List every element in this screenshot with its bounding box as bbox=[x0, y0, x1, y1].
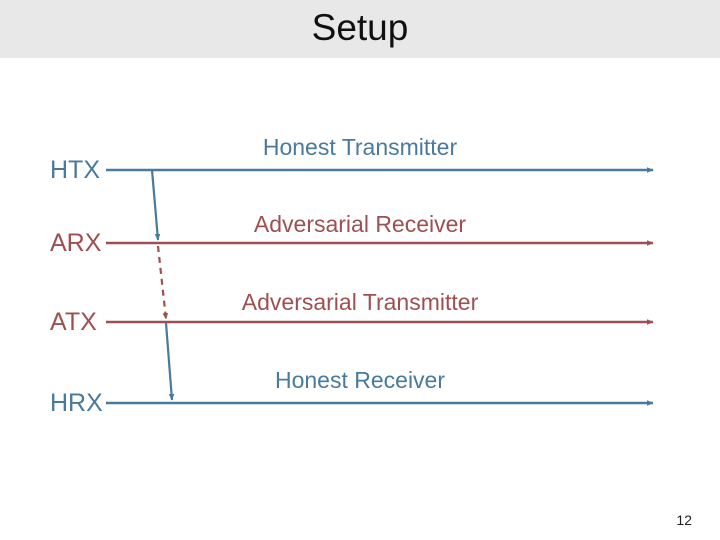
lane-caption-adversarial-transmitter: Adversarial Transmitter bbox=[241, 289, 479, 315]
lane-label-htx: HTX bbox=[50, 156, 100, 184]
lane-caption-honest-transmitter: Honest Transmitter bbox=[262, 134, 458, 160]
lane-label-atx: ATX bbox=[50, 308, 97, 336]
message-htx-to-arx bbox=[150, 169, 161, 241]
title-band bbox=[0, 0, 720, 58]
lane-label-arx: ARX bbox=[50, 229, 102, 257]
page-number: 12 bbox=[676, 512, 692, 528]
message-atx-to-hrx bbox=[164, 322, 175, 401]
lane-label-hrx: HRX bbox=[50, 389, 103, 417]
message-arx-to-atx bbox=[156, 245, 169, 320]
lane-caption-adversarial-receiver: Adversarial Receiver bbox=[253, 211, 467, 237]
page-title: Setup bbox=[311, 7, 409, 48]
lane-caption-honest-receiver: Honest Receiver bbox=[274, 367, 446, 393]
